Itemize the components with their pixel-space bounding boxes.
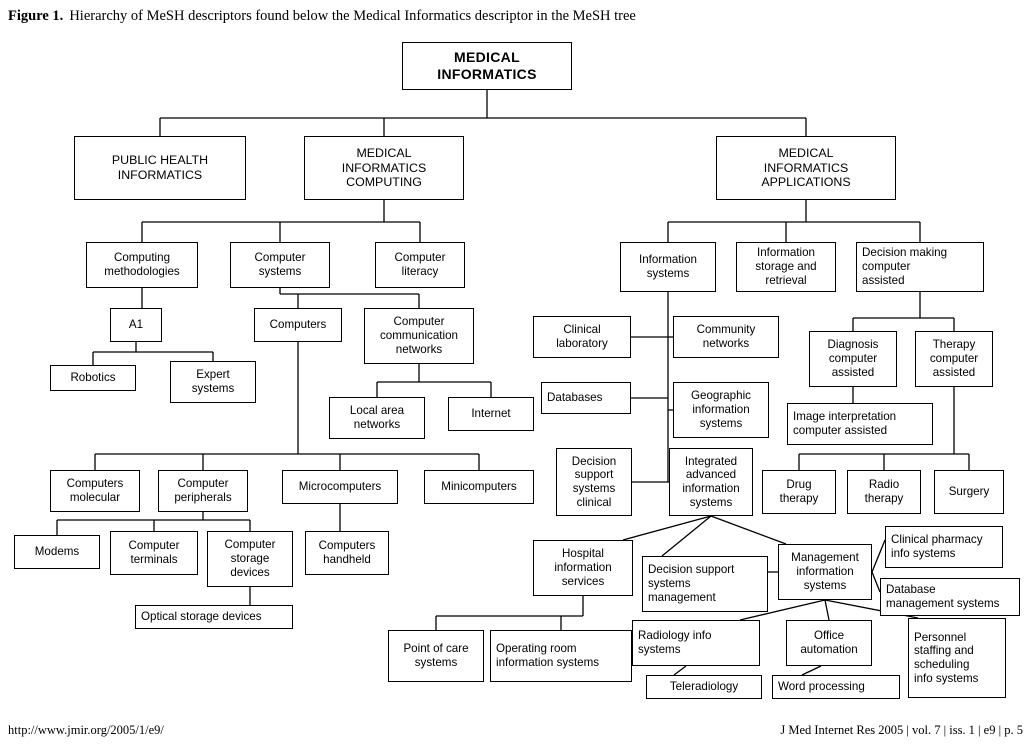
node-comp-term: Computer terminals [110,531,198,575]
node-phi: PUBLIC HEALTH INFORMATICS [74,136,246,200]
footer-citation: J Med Internet Res 2005 | vol. 7 | iss. … [780,723,1023,737]
node-radiology-info: Radiology info systems [632,620,760,666]
node-drug-therapy: Drug therapy [762,470,836,514]
figure-caption-text: Hierarchy of MeSH descriptors found belo… [69,8,636,24]
figure-caption: Figure 1. Hierarchy of MeSH descriptors f… [8,8,1018,25]
node-mia: MEDICAL INFORMATICS APPLICATIONS [716,136,896,200]
node-image-interp: Image interpretation computer assisted [787,403,933,445]
node-info-sys: Information systems [620,242,716,292]
node-comp-meth: Computing methodologies [86,242,198,288]
node-optical-storage: Optical storage devices [135,605,293,629]
node-clin-lab: Clinical laboratory [533,316,631,358]
node-lan: Local area networks [329,397,425,439]
node-dss-clinical: Decision support systems clinical [556,448,632,516]
node-iais: Integrated advanced information systems [669,448,753,516]
node-geo-info: Geographic information systems [673,382,769,438]
node-robotics: Robotics [50,365,136,391]
node-teleradiology: Teleradiology [646,675,762,699]
node-mic: MEDICAL INFORMATICS COMPUTING [304,136,464,200]
node-dbms: Database management systems [880,578,1020,616]
node-community-net: Community networks [673,316,779,358]
node-comp-periph: Computer peripherals [158,470,248,512]
figure-label: Figure 1. [8,8,64,24]
node-modems: Modems [14,535,100,569]
node-decision-making: Decision making computer assisted [856,242,984,292]
node-comp-sys: Computer systems [230,242,330,288]
node-dss-mgmt: Decision support systems management [642,556,768,612]
node-comp-storage: Computer storage devices [207,531,293,587]
node-hosp-info: Hospital information services [533,540,633,596]
footer-url: http://www.jmir.org/2005/1/e9/ [8,723,164,737]
node-clin-pharmacy: Clinical pharmacy info systems [885,526,1003,568]
node-therapy: Therapy computer assisted [915,331,993,387]
node-root: MEDICAL INFORMATICS [402,42,572,90]
node-info-storage: Information storage and retrieval [736,242,836,292]
node-diagnosis: Diagnosis computer assisted [809,331,897,387]
node-radio-therapy: Radio therapy [847,470,921,514]
node-databases: Databases [541,382,631,414]
node-comp-handheld: Computers handheld [305,531,389,575]
node-minicomputers: Minicomputers [424,470,534,504]
node-expert-sys: Expert systems [170,361,256,403]
node-computers: Computers [254,308,342,342]
node-a1: A1 [110,308,162,342]
node-comp-lit: Computer literacy [375,242,465,288]
node-microcomputers: Microcomputers [282,470,398,504]
node-internet: Internet [448,397,534,431]
node-office-auto: Office automation [786,620,872,666]
node-word-proc: Word processing [772,675,900,699]
node-mis: Management information systems [778,544,872,600]
node-ccn: Computer communication networks [364,308,474,364]
node-personnel: Personnel staffing and scheduling info s… [908,618,1006,698]
node-surgery: Surgery [934,470,1004,514]
node-comp-mol: Computers molecular [50,470,140,512]
node-or-info: Operating room information systems [490,630,632,682]
mesh-hierarchy-diagram: MEDICAL INFORMATICS PUBLIC HEALTH INFORMA… [0,30,1033,710]
node-poc: Point of care systems [388,630,484,682]
